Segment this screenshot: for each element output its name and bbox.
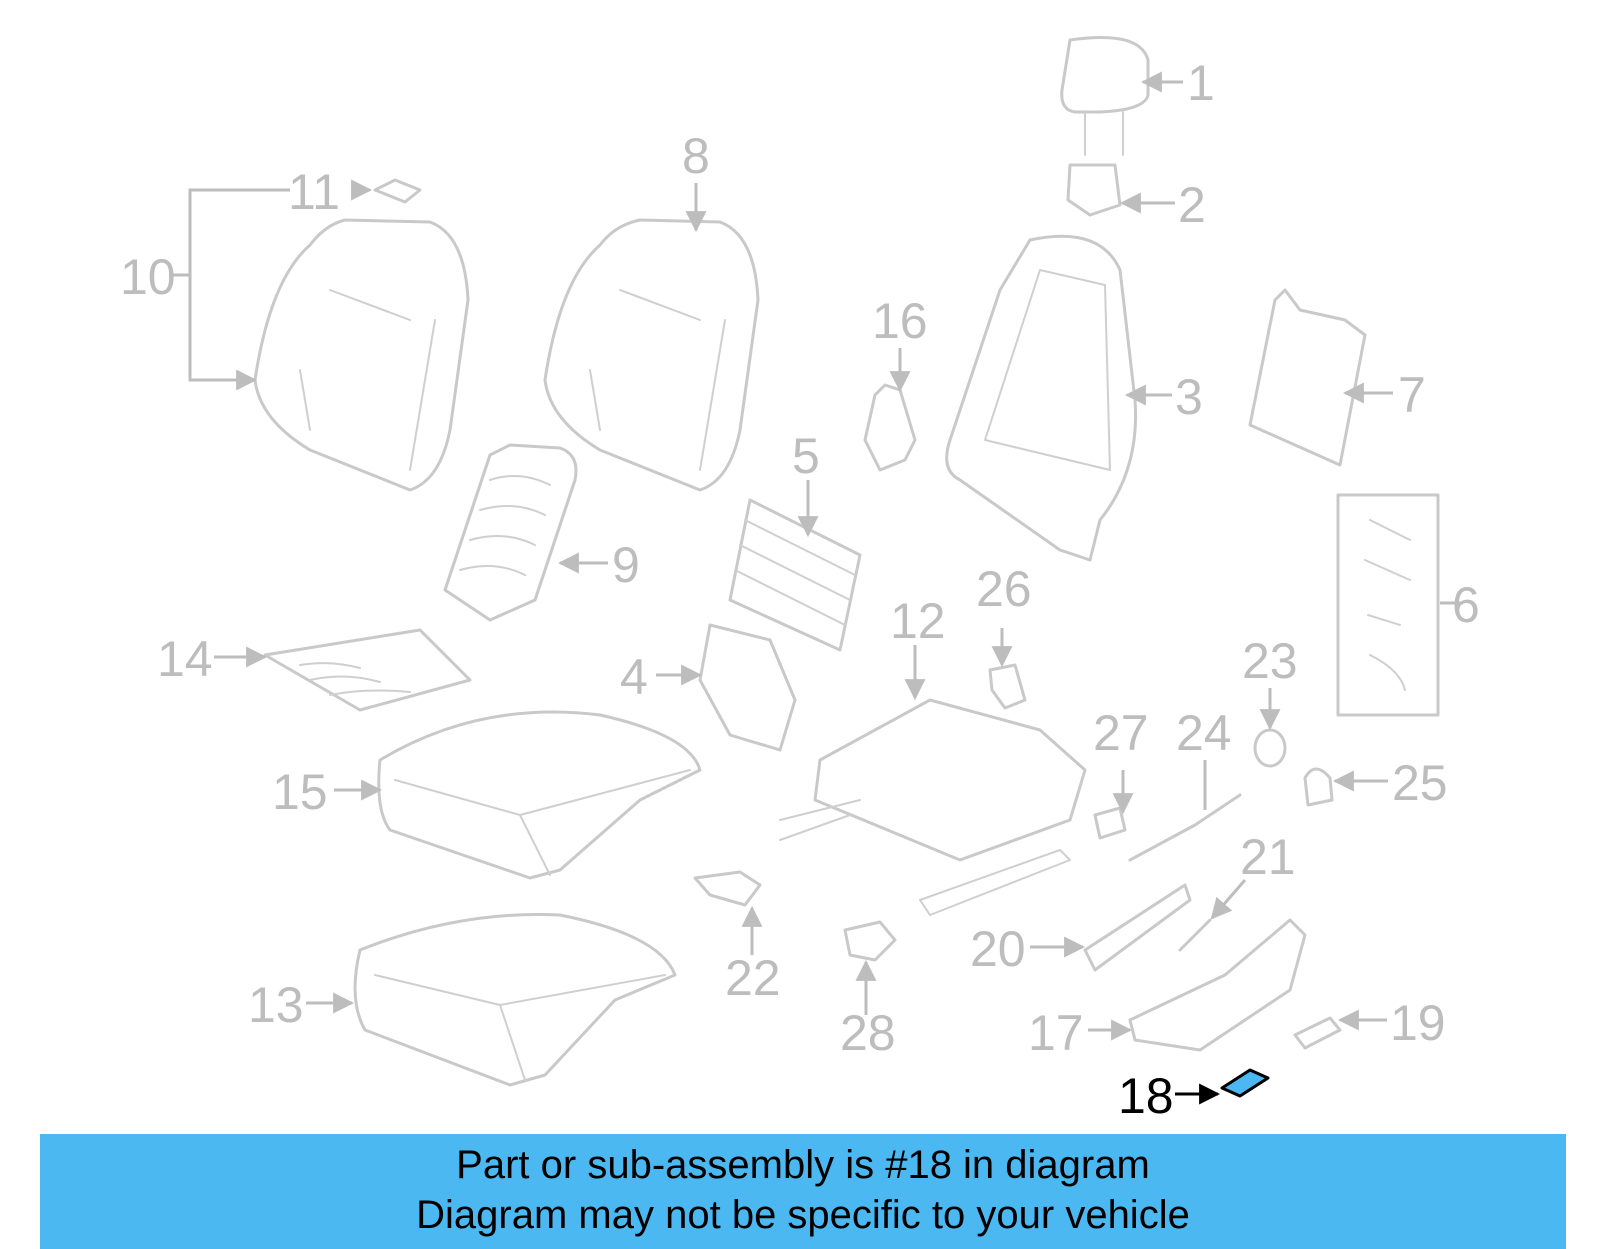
part-5-lumbar-support bbox=[728, 498, 862, 652]
banner-line-disclaimer: Diagram may not be specific to your vehi… bbox=[416, 1193, 1190, 1237]
part-3-seatback-frame bbox=[945, 234, 1138, 562]
part-12-seat-frame bbox=[779, 698, 1087, 916]
part-17-side-trim bbox=[1128, 918, 1307, 1052]
info-banner: Part or sub-assembly is #18 in diagram D… bbox=[40, 1134, 1566, 1249]
part-25-knob bbox=[1303, 767, 1334, 807]
banner-line-part-number: Part or sub-assembly is #18 in diagram bbox=[456, 1143, 1150, 1187]
part-28-bracket bbox=[843, 920, 897, 962]
part-2-headrest-guide bbox=[1066, 163, 1122, 217]
leader-lines bbox=[172, 71, 1463, 1105]
callout-4: 4 bbox=[620, 649, 648, 705]
callout-3: 3 bbox=[1175, 369, 1203, 425]
callout-8: 8 bbox=[682, 128, 710, 184]
part-22-cover bbox=[693, 870, 762, 907]
callout-5: 5 bbox=[792, 428, 820, 484]
callout-14: 14 bbox=[157, 631, 213, 687]
part-4-bracket bbox=[698, 623, 797, 752]
part-16-bracket bbox=[863, 383, 917, 472]
callout-9: 9 bbox=[612, 537, 640, 593]
part-23-knob bbox=[1253, 728, 1287, 768]
callout-labels: 1 2 3 4 5 6 7 8 9 10 11 12 13 14 15 16 1… bbox=[120, 55, 1480, 1124]
part-13-cushion-pad bbox=[353, 912, 677, 1087]
part-7-back-panel bbox=[1248, 288, 1367, 467]
callout-17: 17 bbox=[1028, 1005, 1084, 1061]
callout-1: 1 bbox=[1187, 55, 1215, 111]
part-9-spring-mat bbox=[443, 443, 578, 622]
part-20-bracket bbox=[1083, 883, 1192, 972]
callout-6: 6 bbox=[1452, 577, 1480, 633]
part-21-spring bbox=[1178, 918, 1212, 952]
callout-13: 13 bbox=[248, 977, 304, 1033]
callout-18: 18 bbox=[1118, 1068, 1174, 1124]
part-24-cable bbox=[1128, 793, 1242, 862]
part-15-cushion-cover bbox=[377, 710, 702, 880]
callout-28: 28 bbox=[840, 1005, 896, 1061]
callout-25: 25 bbox=[1392, 755, 1448, 811]
part-8-seatback-cover bbox=[543, 218, 760, 492]
part-1-headrest bbox=[1060, 36, 1150, 156]
part-14-heater-mat bbox=[263, 628, 472, 712]
callout-2: 2 bbox=[1178, 177, 1206, 233]
callout-23: 23 bbox=[1242, 633, 1298, 689]
part-19-cover bbox=[1293, 1016, 1342, 1050]
part-18-highlighted bbox=[1220, 1068, 1270, 1098]
part-27-cap bbox=[1093, 806, 1127, 840]
callout-7: 7 bbox=[1398, 367, 1426, 423]
callout-20: 20 bbox=[970, 921, 1026, 977]
callout-11: 11 bbox=[288, 164, 340, 220]
callout-26: 26 bbox=[976, 561, 1032, 617]
callout-12: 12 bbox=[890, 593, 946, 649]
callout-10: 10 bbox=[120, 249, 176, 305]
callout-19: 19 bbox=[1390, 995, 1446, 1051]
callout-15: 15 bbox=[272, 764, 328, 820]
callout-16: 16 bbox=[872, 293, 928, 349]
callout-24: 24 bbox=[1176, 705, 1232, 761]
callout-22: 22 bbox=[725, 950, 781, 1006]
part-26-clip bbox=[988, 663, 1027, 710]
part-10-seatback-assembly bbox=[253, 218, 470, 492]
callout-21: 21 bbox=[1240, 829, 1296, 885]
part-11-clip bbox=[373, 178, 422, 204]
part-6-fasteners bbox=[1336, 493, 1440, 717]
callout-27: 27 bbox=[1093, 705, 1149, 761]
